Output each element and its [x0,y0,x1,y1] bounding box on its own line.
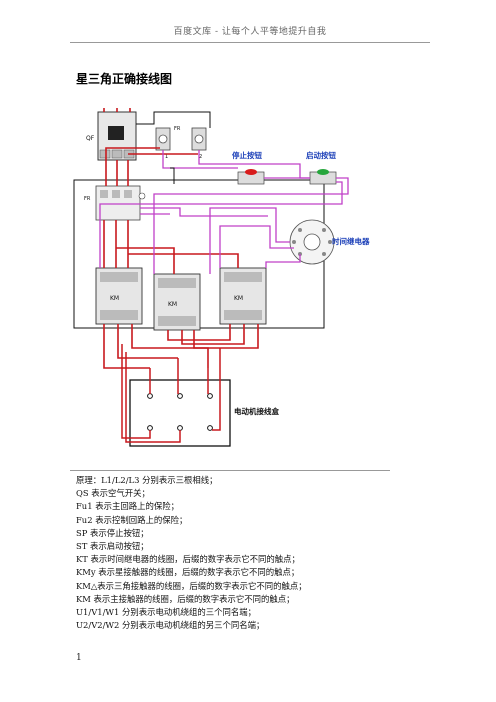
contactor-km-2: KM [153,273,201,331]
principle-line: KM 表示主接触器的线圈，后缀的数字表示它不同的触点； [76,593,295,604]
label-fuse-1: 1 [165,154,168,160]
principle-line: KT 表示时间继电器的线圈，后缀的数字表示它不同的触点； [76,554,300,565]
contactor-km-3: KM [219,267,267,325]
label-km-2: KM [168,301,177,308]
time-relay-device: 时间继电器 [289,219,370,265]
label-motor-box: 电动机接线盒 [234,406,279,416]
principle-line: QS 表示空气开关； [76,488,150,499]
control-wires [99,150,349,274]
motor-junction-box: 电动机接线盒 [121,344,279,447]
neutral-wires [136,111,211,184]
label-qf: QF [86,135,95,142]
principle-line: Fu1 表示主回路上的保险； [76,501,179,512]
circuit-breaker-qf: QF [86,111,137,161]
label-fuse-2: 2 [199,154,202,160]
principle-line: KMy 表示星接触器的线圈，后缀的数字表示它不同的触点； [76,567,300,578]
principle-line: ST 表示启动按钮； [76,541,149,552]
label-fr-top: FR [174,126,181,132]
label-stop-button: 停止按钮 [232,150,262,160]
power-wires [103,108,259,369]
label-time-relay: 时间继电器 [332,236,370,246]
principle-line: U2/V2/W2 分别表示电动机绕组的另三个同名端； [76,620,265,631]
principle-line: KM△表示三角接触器的线圈，后缀的数字表示它不同的触点； [76,580,307,591]
principle-line: Fu2 表示控制回路上的保险； [76,514,188,525]
page-header: 百度文库 - 让每个人平等地提升自我 [173,27,327,37]
principle-line: 原理：L1/L2/L3 分别表示三根相线； [76,475,218,485]
wiring-diagram: QF FR 1 2 FR 停止按钮 启动按钮 [73,108,370,447]
principle-line: U1/V1/W1 分别表示电动机绕组的三个同名端； [76,607,257,618]
principle-line: SP 表示停止按钮； [76,527,149,538]
body-divider [70,470,390,471]
contactor-km-1: KM [95,267,143,325]
label-km-3: KM [234,295,243,302]
page-number: 1 [76,653,82,663]
header-divider [70,42,430,43]
thermal-relay-fr: FR [84,185,146,221]
label-fr-left: FR [84,196,91,202]
page-title: 星三角正确接线图 [76,72,173,86]
label-start-button: 启动按钮 [306,150,336,160]
stop-button-device: 停止按钮 [232,150,265,185]
start-button-device: 启动按钮 [306,150,336,185]
principle-text: 原理：L1/L2/L3 分别表示三根相线； QS 表示空气开关； Fu1 表示主… [76,474,406,632]
label-km-1: KM [110,295,119,302]
